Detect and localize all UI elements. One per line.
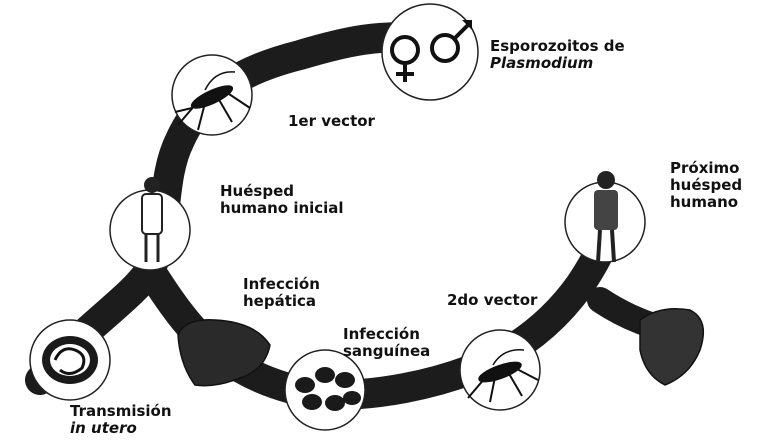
next-host-circle (565, 171, 645, 262)
in-utero-circle (30, 320, 110, 400)
initial-host-label: Huésped humano inicial (220, 183, 344, 217)
in-utero-label: Transmisión in utero (70, 403, 172, 437)
vector1-circle (172, 55, 252, 135)
sporozoites-circle (382, 4, 478, 100)
sporozoites-label: Esporozoitos de Plasmodium (490, 38, 625, 72)
vector2-circle (460, 330, 540, 410)
vector1-label: 1er vector (288, 113, 375, 130)
blood-cells-circle (285, 350, 365, 430)
hepatic-infection-label: Infección hepática (243, 276, 320, 310)
blood-infection-label: Infección sanguínea (343, 326, 430, 360)
liver-icon-right (640, 309, 703, 385)
next-host-label: Próximo huésped humano (670, 160, 742, 211)
vector2-label: 2do vector (447, 292, 537, 309)
